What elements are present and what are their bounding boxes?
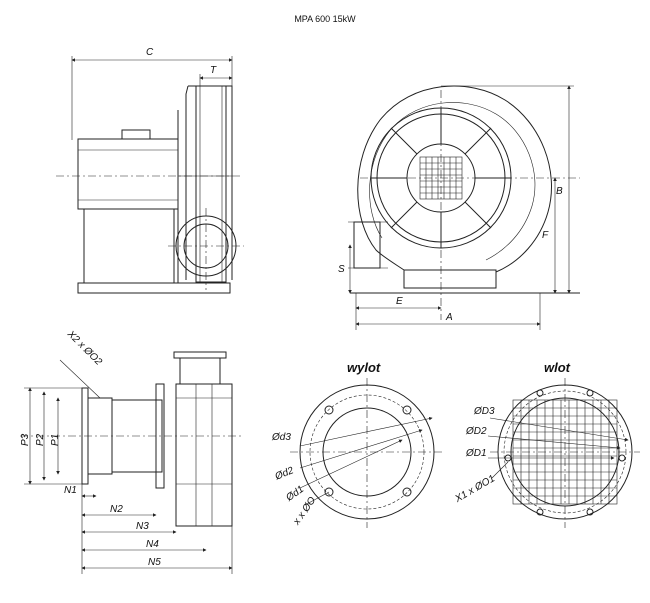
label-n3: N3 <box>136 521 149 532</box>
label-a: A <box>445 312 453 323</box>
label-cap-d1: ØD1 <box>465 448 487 459</box>
label-d2: Ød2 <box>273 465 296 483</box>
side-view: C T <box>56 47 244 294</box>
label-b: B <box>556 186 563 197</box>
label-p2: P2 <box>35 433 46 446</box>
label-t: T <box>210 65 217 76</box>
label-cap-d2: ØD2 <box>465 426 487 437</box>
label-cap-d3: ØD3 <box>473 406 495 417</box>
terminal-box <box>121 129 151 140</box>
label-p1: P1 <box>50 434 61 446</box>
label-x1: X1 x ØO1 <box>453 473 497 505</box>
label-d3: Ød3 <box>271 432 291 443</box>
fan-housing <box>177 85 233 283</box>
outlet-title: wylot <box>347 360 381 375</box>
motor-stand <box>83 208 175 284</box>
label-n2: N2 <box>110 504 123 515</box>
label-n4: N4 <box>146 539 159 550</box>
top-view: P3 P2 P1 X2 x ØO2 N1 N2 N3 N4 N5 <box>20 328 244 574</box>
leader-x2 <box>59 359 101 399</box>
top-outlet-flange <box>173 351 227 359</box>
outlet-duct <box>353 221 381 269</box>
base-plate <box>77 282 231 294</box>
inlet-view: wlot ØD3 ØD2 ØD1 X1 x ØO1 <box>453 360 640 528</box>
label-c: C <box>146 47 154 58</box>
outlet-view: wylot Ød3 Ød2 Ød1 x x ØO <box>271 360 444 528</box>
label-p3: P3 <box>20 433 31 446</box>
front-view: B F S E A <box>338 85 580 330</box>
label-n5: N5 <box>148 557 161 568</box>
housing-scroll <box>195 85 227 283</box>
drawing-title: MPA 600 15kW <box>294 14 356 24</box>
label-s: S <box>338 264 345 275</box>
label-x2: X2 x ØO2 <box>64 328 104 368</box>
label-e: E <box>396 296 403 307</box>
top-housing <box>175 383 233 527</box>
inlet-title: wlot <box>544 360 571 375</box>
label-f: F <box>542 230 549 241</box>
motor-body <box>77 138 179 210</box>
label-n1: N1 <box>64 485 77 496</box>
